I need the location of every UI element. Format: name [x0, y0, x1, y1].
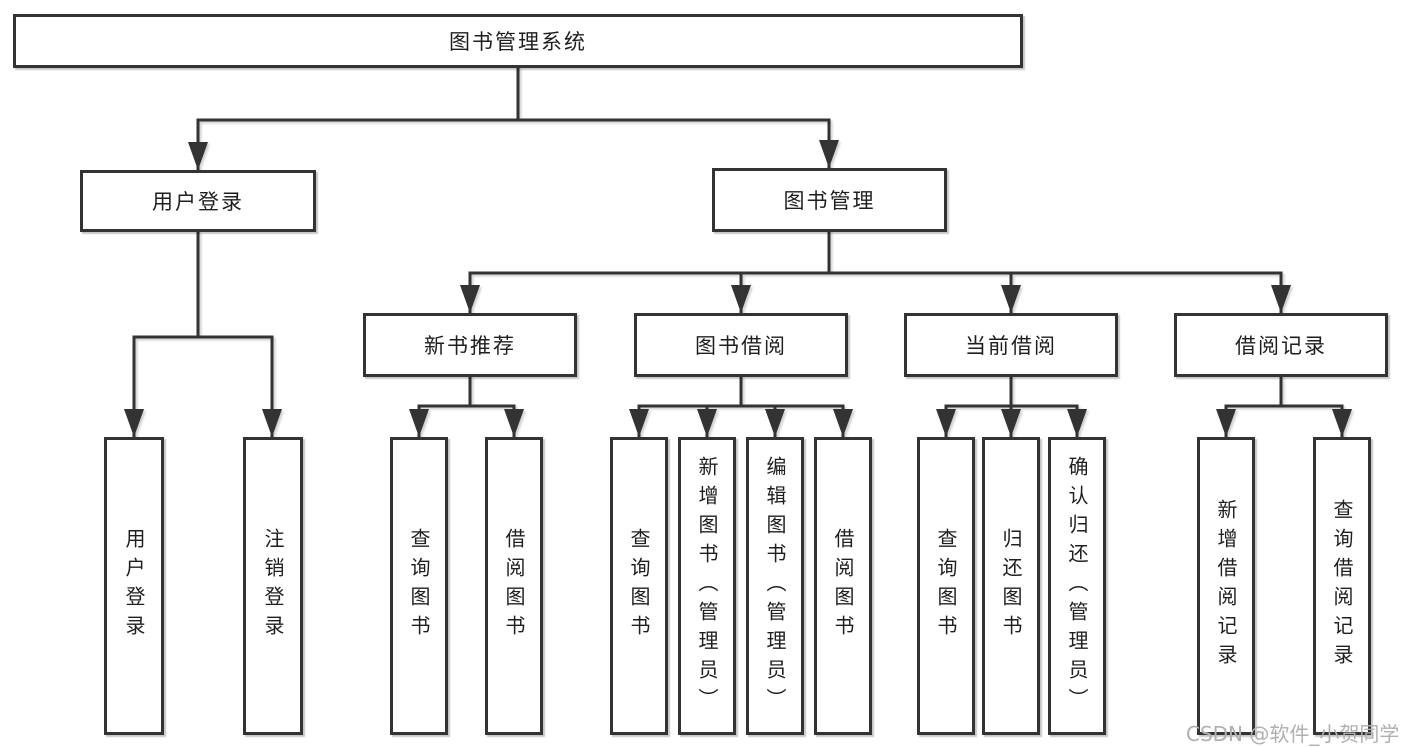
leaf-rec-borrow-books-label: 借阅图书	[502, 528, 526, 644]
leaf-user-login-label: 用户登录	[122, 528, 146, 644]
leaf-bb-query-books: 查询图书	[610, 437, 668, 735]
node-borrow-record: 借阅记录	[1174, 313, 1388, 377]
leaf-bb-query-books-label: 查询图书	[627, 528, 651, 644]
node-book-mgmt-label: 图书管理	[783, 189, 876, 213]
leaf-br-query-record-label: 查询借阅记录	[1330, 499, 1354, 673]
node-user-login: 用户登录	[80, 170, 316, 232]
leaf-br-add-record-label: 新增借阅记录	[1214, 499, 1238, 673]
leaf-bb-edit-books-admin: 编辑图书（管理员）	[746, 437, 804, 735]
node-current-borrow: 当前借阅	[904, 313, 1118, 377]
leaf-cb-return-books-label: 归还图书	[999, 528, 1023, 644]
node-borrow-record-label: 借阅记录	[1235, 334, 1327, 358]
leaf-bb-add-books-admin-label: 新增图书（管理员）	[695, 455, 719, 717]
leaf-rec-query-books-label: 查询图书	[407, 528, 431, 644]
leaf-logout-label: 注销登录	[261, 528, 285, 644]
node-book-borrow-label: 图书借阅	[695, 334, 787, 358]
node-current-borrow-label: 当前借阅	[965, 334, 1057, 358]
leaf-user-login: 用户登录	[104, 437, 164, 735]
node-root: 图书管理系统	[13, 14, 1023, 68]
leaf-rec-query-books: 查询图书	[390, 437, 448, 735]
node-book-borrow: 图书借阅	[634, 313, 848, 377]
leaf-br-add-record: 新增借阅记录	[1197, 437, 1255, 735]
node-root-label: 图书管理系统	[449, 30, 587, 54]
leaf-br-query-record: 查询借阅记录	[1313, 437, 1371, 735]
leaf-bb-add-books-admin: 新增图书（管理员）	[678, 437, 736, 735]
node-new-book-rec: 新书推荐	[363, 313, 577, 377]
leaf-bb-edit-books-admin-label: 编辑图书（管理员）	[763, 455, 787, 717]
node-book-mgmt: 图书管理	[712, 168, 947, 232]
leaf-logout: 注销登录	[243, 437, 303, 735]
leaf-bb-borrow-books: 借阅图书	[814, 437, 872, 735]
leaf-cb-query-books-label: 查询图书	[934, 528, 958, 644]
leaf-cb-query-books: 查询图书	[917, 437, 975, 735]
leaf-cb-confirm-return-admin: 确认归还（管理员）	[1048, 437, 1106, 735]
leaf-cb-return-books: 归还图书	[982, 437, 1040, 735]
leaf-bb-borrow-books-label: 借阅图书	[831, 528, 855, 644]
node-user-login-label: 用户登录	[152, 190, 244, 214]
node-new-book-rec-label: 新书推荐	[424, 334, 516, 358]
leaf-cb-confirm-return-admin-label: 确认归还（管理员）	[1065, 455, 1089, 717]
leaf-rec-borrow-books: 借阅图书	[485, 437, 543, 735]
watermark: CSDN @软件_小贺同学	[1186, 722, 1400, 746]
arrowheads	[124, 140, 1352, 437]
